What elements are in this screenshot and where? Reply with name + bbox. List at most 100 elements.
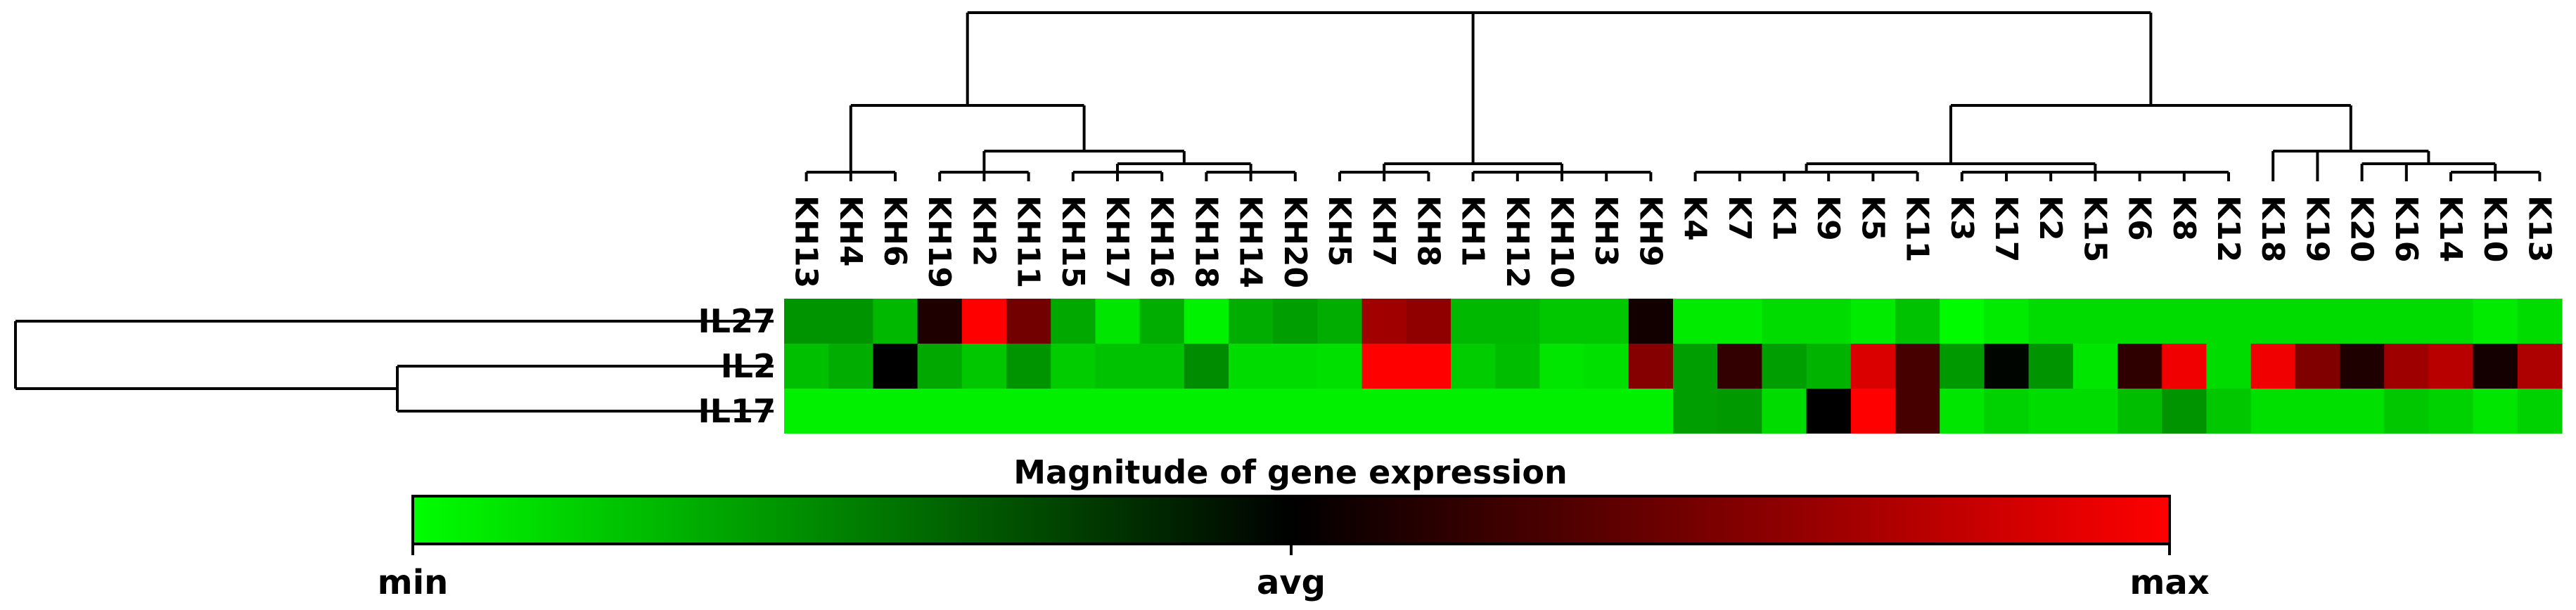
heatmap-cell (1584, 389, 1629, 434)
column-label: KH1 (1455, 195, 1491, 267)
heatmap-cell (1139, 389, 1185, 434)
heatmap-cell (1628, 389, 1674, 434)
heatmap-cell (917, 389, 963, 434)
heatmap-cell (2072, 344, 2118, 389)
column-label: KH5 (1321, 195, 1357, 267)
heatmap-cell (1584, 299, 1629, 344)
heatmap-cell (2117, 344, 2162, 389)
heatmap-cell (1717, 344, 1762, 389)
heatmap-cell (961, 299, 1007, 344)
column-label: KH8 (1410, 195, 1446, 267)
heatmap-cell (1717, 389, 1762, 434)
heatmap-cell (2340, 389, 2385, 434)
heatmap-cell (784, 344, 829, 389)
heatmap-cell (1628, 299, 1674, 344)
legend-label-avg: avg (1257, 563, 1326, 602)
column-label: K19 (2299, 195, 2335, 262)
heatmap-cell (1940, 389, 1985, 434)
column-label: K20 (2344, 195, 2380, 262)
heatmap-cell (1361, 389, 1407, 434)
heatmap-cell (2162, 299, 2207, 344)
column-label: KH14 (1233, 195, 1269, 288)
legend-color-bar (411, 495, 2171, 545)
heatmap-cell (1717, 299, 1762, 344)
heatmap-cell (1895, 344, 1940, 389)
column-label: K12 (2210, 195, 2246, 262)
color-legend: Magnitude of gene expression min avg max (378, 453, 2210, 602)
heatmap-cell (1273, 299, 1318, 344)
heatmap-cell (1361, 299, 1407, 344)
heatmap-cell (2295, 299, 2340, 344)
legend-title: Magnitude of gene expression (1013, 453, 1567, 491)
column-label: K8 (2166, 195, 2202, 241)
heatmap-cell (1539, 389, 1585, 434)
heatmap-cell (2028, 299, 2074, 344)
heatmap-cell (1495, 344, 1540, 389)
heatmap-cell (1673, 299, 1718, 344)
column-label: K2 (2032, 195, 2068, 241)
heatmap-cell (1984, 299, 2030, 344)
heatmap-cell (1451, 299, 1496, 344)
row-label: IL2 (721, 347, 776, 385)
heatmap-cell (873, 389, 918, 434)
heatmap-cell (1184, 389, 1229, 434)
column-label: K1 (1766, 195, 1802, 241)
column-label: K7 (1722, 195, 1757, 241)
heatmap-cell (2072, 389, 2118, 434)
heatmap-cell (1317, 299, 1363, 344)
column-label: KH2 (966, 195, 1001, 267)
heatmap-cell (1451, 344, 1496, 389)
heatmap-cell (1273, 389, 1318, 434)
heatmap-cell (1806, 344, 1852, 389)
heatmap-cell (1628, 344, 1674, 389)
heatmap-cell (2384, 299, 2429, 344)
column-label: K10 (2477, 195, 2513, 262)
heatmap-cell (1317, 344, 1363, 389)
heatmap-cell (1184, 299, 1229, 344)
heatmap-cell (873, 344, 918, 389)
heatmap-cell (873, 299, 918, 344)
heatmap-cell (2072, 299, 2118, 344)
heatmap-cell (1762, 299, 1807, 344)
heatmap-cell (1184, 344, 1229, 389)
heatmap-cell (1406, 389, 1452, 434)
column-label: KH3 (1588, 195, 1624, 267)
heatmap-cell (828, 299, 873, 344)
heatmap-cell (1762, 389, 1807, 434)
column-label: K6 (2122, 195, 2158, 241)
heatmap-cell (1584, 344, 1629, 389)
heatmap-cell (2340, 299, 2385, 344)
column-label: KH19 (921, 195, 957, 288)
heatmap-cell (1940, 344, 1985, 389)
heatmap-cell (1229, 299, 1274, 344)
heatmap-cell (1406, 299, 1452, 344)
heatmap-cell (961, 389, 1007, 434)
column-label: KH11 (1011, 195, 1046, 288)
column-label: K13 (2521, 195, 2557, 262)
heatmap-cell (1806, 389, 1852, 434)
row-label: IL27 (698, 302, 776, 340)
heatmap-cell (2517, 344, 2563, 389)
heatmap-cell (2206, 299, 2252, 344)
heatmap-cell (1051, 389, 1096, 434)
heatmap-cell (1673, 344, 1718, 389)
column-label: K17 (1988, 195, 2024, 262)
heatmap-cell (2517, 299, 2563, 344)
heatmap-cell (784, 389, 829, 434)
column-label: K18 (2255, 195, 2290, 262)
column-label: K4 (1677, 195, 1713, 241)
heatmap-cell (2428, 389, 2474, 434)
heatmap-cell (1451, 389, 1496, 434)
heatmap-cell (2117, 299, 2162, 344)
column-label: K9 (1810, 195, 1846, 241)
heatmap-cell (1850, 389, 1896, 434)
heatmap-cell (784, 299, 829, 344)
heatmap-cell (1006, 344, 1051, 389)
heatmap-cell (1095, 299, 1141, 344)
heatmap-cell (1317, 389, 1363, 434)
heatmap-cell (1539, 299, 1585, 344)
heatmap-cell (1006, 389, 1051, 434)
